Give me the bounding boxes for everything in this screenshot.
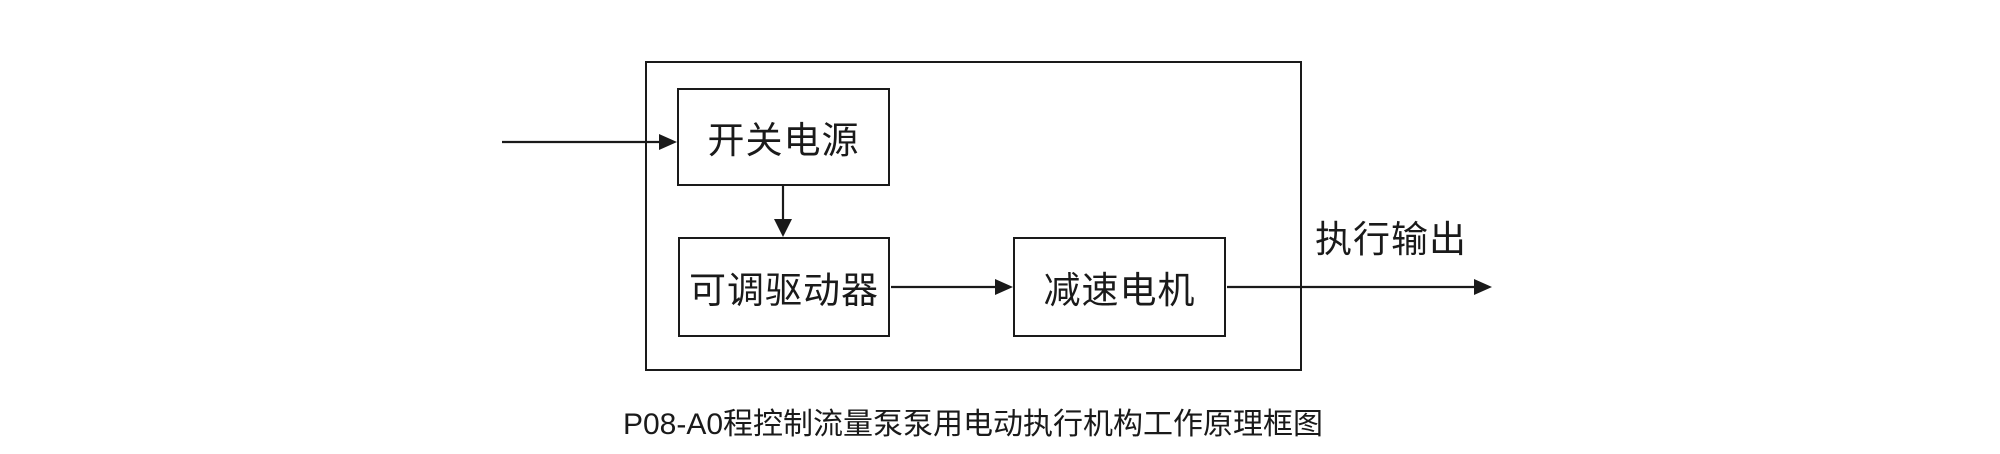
block-gear-motor-label: 减速电机 xyxy=(1043,270,1196,311)
block-gear-motor: 减速电机 xyxy=(1013,237,1226,337)
block-adjustable-driver-label: 可调驱动器 xyxy=(689,270,879,311)
output-label: 执行输出 xyxy=(1315,219,1467,260)
diagram-caption: P08-A0程控制流量泵泵用电动执行机构工作原理框图 xyxy=(622,408,1324,441)
block-adjustable-driver: 可调驱动器 xyxy=(678,237,890,337)
block-switching-power-supply: 开关电源 xyxy=(677,88,890,186)
outer-enclosure-box xyxy=(645,61,1302,371)
block-switching-power-supply-label: 开关电源 xyxy=(707,120,860,161)
